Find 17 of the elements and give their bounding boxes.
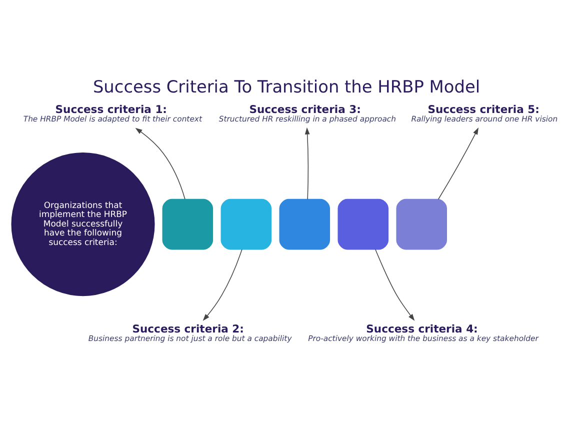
node-box: [279, 198, 330, 250]
node-box: [220, 198, 272, 250]
node-text: Success criteria 1: The HRBP Model is adapted to fit their context: [23, 102, 202, 123]
node-text: Success criteria 3: Structured HR reskilling in a phased approach: [218, 102, 396, 123]
arrow: [304, 126, 310, 200]
node-box: [338, 198, 389, 250]
node-text: Success criteria 2: Business partnering is not just a role but a capability: [88, 322, 292, 342]
node-box: [162, 198, 214, 250]
node-text: Success criteria 4: Pro-actively working with the business as a key stakeholder: [308, 322, 538, 342]
node-circle: Organizations that implement the HRBP Model successfully have the following success criteria:: [11, 152, 155, 296]
arrow: [202, 248, 242, 320]
node-text: Success criteria 5: Rallying leaders around one HR vision: [411, 102, 558, 123]
diagram-title: Success Criteria To Transition the HRBP Model: [92, 76, 480, 96]
arrow: [135, 127, 186, 199]
arrow: [375, 248, 415, 320]
arrow: [438, 127, 479, 200]
node-box: [396, 198, 447, 250]
